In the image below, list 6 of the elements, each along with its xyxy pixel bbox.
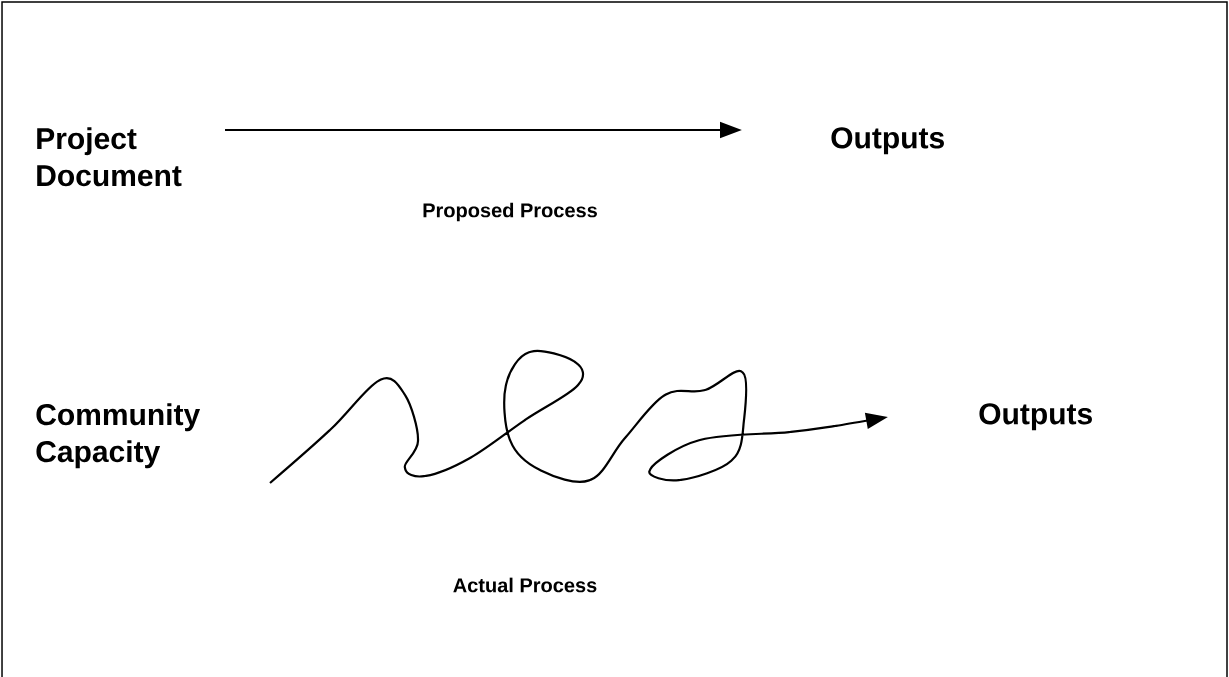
node-text: Outputs bbox=[831, 127, 944, 155]
edge-label: Actual Process bbox=[453, 577, 597, 593]
node-text: Project Document bbox=[37, 127, 182, 187]
node-text: Community Capacity bbox=[36, 403, 201, 469]
edge-label: Proposed Process bbox=[423, 202, 597, 222]
node-text: Outputs bbox=[979, 403, 1092, 431]
